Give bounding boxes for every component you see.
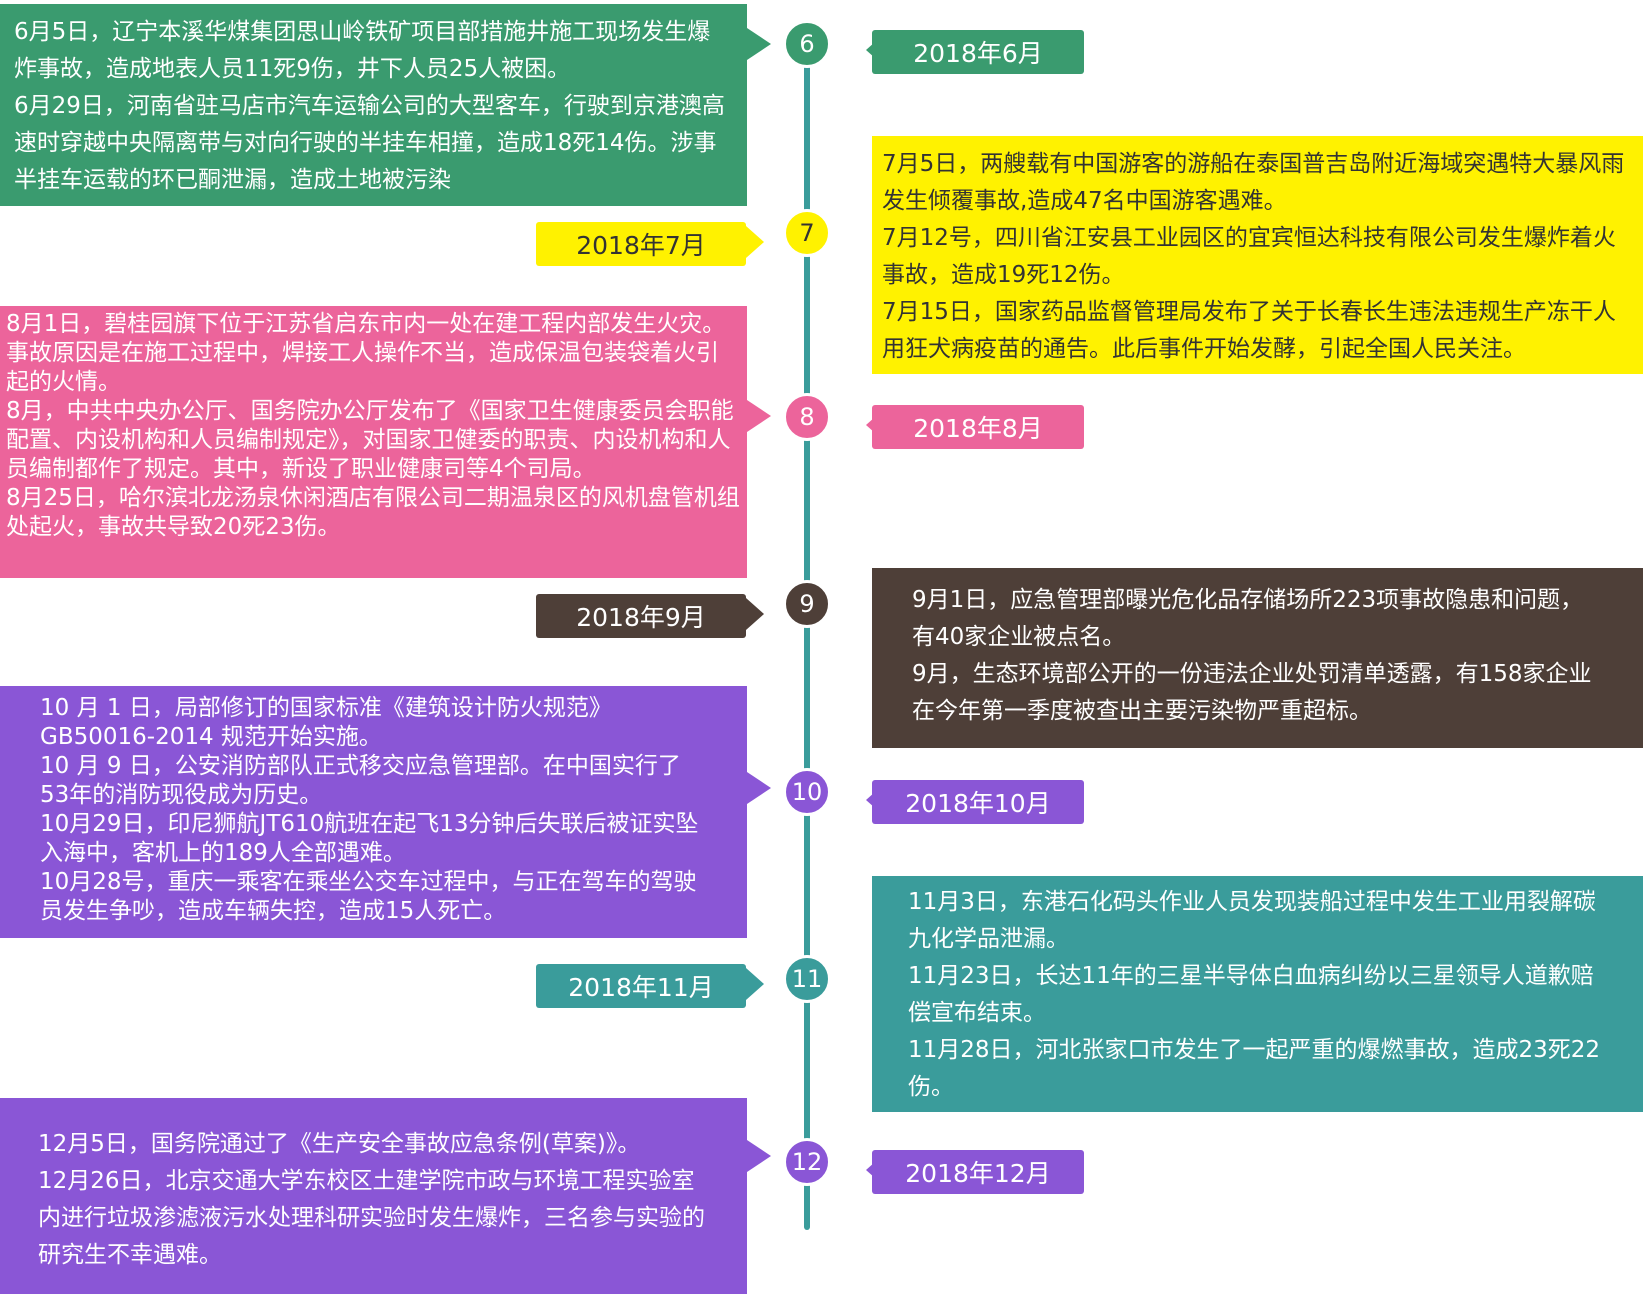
event-box-oct: 10 月 1 日，局部修订的国家标准《建筑设计防火规范》GB50016-2014…: [0, 686, 747, 938]
month-node-label: 9: [799, 590, 815, 618]
event-jun-2: 6月29日，河南省驻马店市汽车运输公司的大型客车，行驶到京港澳高速时穿越中央隔离…: [14, 93, 725, 193]
pointer-oct: [747, 772, 771, 804]
month-node-label: 10: [791, 778, 823, 806]
month-node-12: 12: [783, 1138, 831, 1186]
event-box-jun: 6月5日，辽宁本溪华煤集团思山岭铁矿项目部措施井施工现场发生爆炸事故，造成地表人…: [0, 4, 747, 206]
event-box-nov: 11月3日，东港石化码头作业人员发现装船过程中发生工业用裂解碳九化学品泄漏。 1…: [872, 876, 1643, 1112]
event-jul-2: 7月12号，四川省江安县工业园区的宜宾恒达科技有限公司发生爆炸着火事故，造成19…: [882, 225, 1616, 288]
event-nov-2: 11月23日，长达11年的三星半导体白血病纠纷以三星领导人道歉赔偿宣布结束。: [908, 963, 1594, 1026]
pointer-date-jul: [746, 226, 764, 258]
event-box-sep: 9月1日，应急管理部曝光危化品存储场所223项事故隐患和问题，有40家企业被点名…: [872, 568, 1643, 748]
month-node-10: 10: [783, 768, 831, 816]
event-nov-1: 11月3日，东港石化码头作业人员发现装船过程中发生工业用裂解碳九化学品泄漏。: [908, 889, 1596, 952]
month-node-8: 8: [783, 393, 831, 441]
date-tag-jun: 2018年6月: [872, 30, 1084, 74]
event-oct-2: 10 月 9 日，公安消防部队正式移交应急管理部。在中国实行了53年的消防现役成…: [40, 753, 681, 808]
month-node-9: 9: [783, 580, 831, 628]
month-node-label: 7: [799, 219, 815, 247]
month-node-label: 11: [791, 965, 823, 993]
event-jul-1: 7月5日，两艘载有中国游客的游船在泰国普吉岛附近海域突遇特大暴风雨发生倾覆事故,…: [882, 151, 1625, 214]
event-oct-3: 10月29日，印尼狮航JT610航班在起飞13分钟后失联后被证实坠入海中，客机上…: [40, 811, 699, 866]
month-node-label: 6: [799, 30, 815, 58]
pointer-aug: [747, 400, 771, 432]
month-node-6: 6: [783, 20, 831, 68]
event-sep-2: 9月，生态环境部公开的一份违法企业处罚清单透露，有158家企业在今年第一季度被查…: [912, 661, 1592, 724]
event-jun-1: 6月5日，辽宁本溪华煤集团思山岭铁矿项目部措施井施工现场发生爆炸事故，造成地表人…: [14, 19, 711, 82]
pointer-date-nov: [746, 968, 764, 1000]
event-box-dec: 12月5日，国务院通过了《生产安全事故应急条例(草案)》。 12月26日，北京交…: [0, 1098, 747, 1294]
event-jul-3: 7月15日，国家药品监督管理局发布了关于长春长生违法违规生产冻干人用狂犬病疫苗的…: [882, 299, 1616, 362]
date-tag-sep: 2018年9月: [536, 594, 746, 638]
event-nov-3: 11月28日，河北张家口市发生了一起严重的爆燃事故，造成23死22伤。: [908, 1037, 1601, 1100]
timeline-axis: [804, 38, 810, 1230]
date-tag-aug: 2018年8月: [872, 405, 1084, 449]
event-oct-1: 10 月 1 日，局部修订的国家标准《建筑设计防火规范》GB50016-2014…: [40, 695, 612, 750]
event-aug-3: 8月25日，哈尔滨北龙汤泉休闲酒店有限公司二期温泉区的风机盘管机组处起火，事故共…: [6, 485, 740, 540]
event-aug-2: 8月，中共中央办公厅、国务院办公厅发布了《国家卫生健康委员会职能配置、内设机构和…: [6, 398, 734, 482]
event-oct-4: 10月28号，重庆一乘客在乘坐公交车过程中，与正在驾车的驾驶员发生争吵，造成车辆…: [40, 869, 697, 924]
date-tag-dec: 2018年12月: [872, 1150, 1084, 1194]
event-box-aug: 8月1日，碧桂园旗下位于江苏省启东市内一处在建工程内部发生火灾。事故原因是在施工…: [0, 306, 747, 578]
event-sep-1: 9月1日，应急管理部曝光危化品存储场所223项事故隐患和问题，有40家企业被点名…: [912, 587, 1584, 650]
pointer-dec: [747, 1140, 771, 1172]
month-node-11: 11: [783, 955, 831, 1003]
event-dec-2: 12月26日，北京交通大学东校区土建学院市政与环境工程实验室内进行垃圾渗滤液污水…: [38, 1168, 705, 1268]
month-node-label: 8: [799, 403, 815, 431]
event-aug-1: 8月1日，碧桂园旗下位于江苏省启东市内一处在建工程内部发生火灾。事故原因是在施工…: [6, 311, 726, 395]
event-dec-1: 12月5日，国务院通过了《生产安全事故应急条例(草案)》。: [38, 1131, 641, 1157]
date-tag-nov: 2018年11月: [536, 964, 746, 1008]
date-tag-jul: 2018年7月: [536, 222, 746, 266]
date-tag-oct: 2018年10月: [872, 780, 1084, 824]
event-box-jul: 7月5日，两艘载有中国游客的游船在泰国普吉岛附近海域突遇特大暴风雨发生倾覆事故,…: [872, 136, 1643, 374]
month-node-7: 7: [783, 209, 831, 257]
pointer-date-sep: [746, 598, 764, 630]
pointer-jun: [747, 28, 771, 60]
month-node-label: 12: [791, 1148, 823, 1176]
